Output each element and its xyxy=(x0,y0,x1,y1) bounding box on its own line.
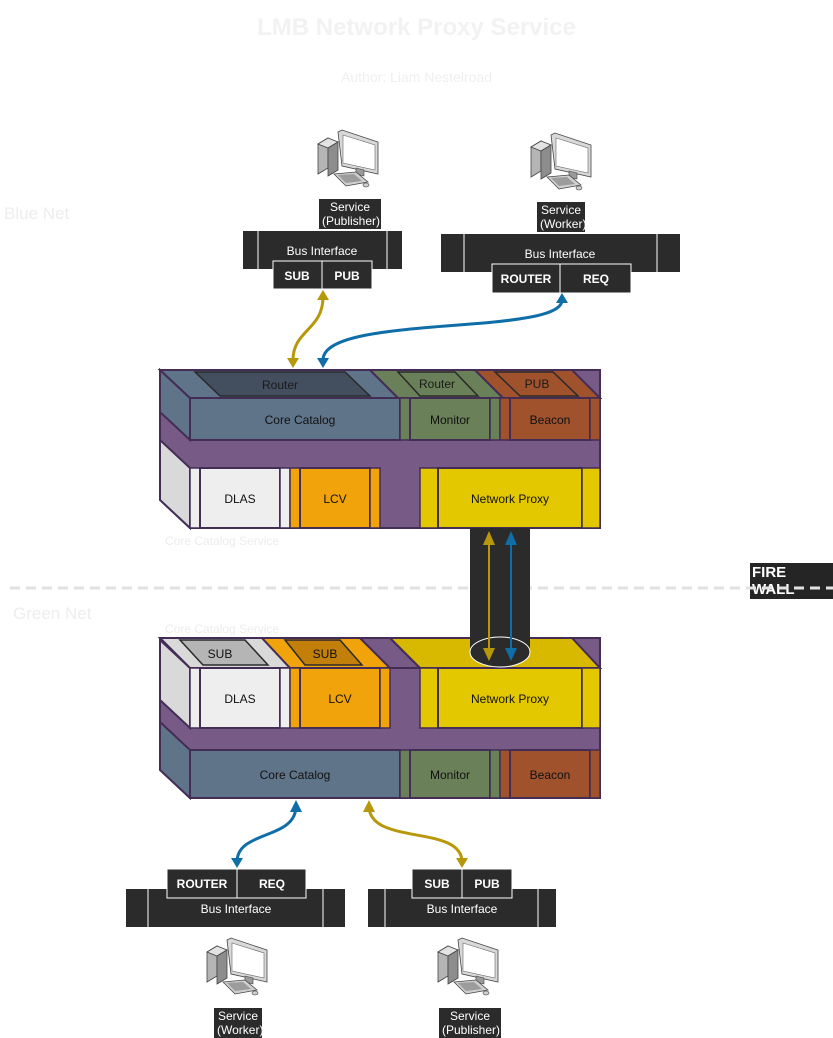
bottom-router-socket: ROUTER xyxy=(177,877,228,891)
top-publisher-computer-icon xyxy=(317,129,379,188)
top-worker-bus-label: Bus Interface xyxy=(525,247,596,261)
bottom-pubsub-arrow xyxy=(367,805,464,863)
top-sub-socket: SUB xyxy=(284,269,310,283)
top-pubsub-arrow xyxy=(291,296,325,361)
top-beacon: Beacon xyxy=(530,413,571,427)
green-net-label: Green Net xyxy=(13,604,92,623)
diagram-title: LMB Network Proxy Service xyxy=(257,14,576,41)
top-router-a: Router xyxy=(262,378,298,392)
bottom-dlas: DLAS xyxy=(224,692,255,706)
bottom-sub-a: SUB xyxy=(208,647,233,661)
author-label: Author: Liam Nestelroad xyxy=(341,69,492,85)
firewall-label: FIRE WALL xyxy=(750,563,833,599)
proxy-tunnel xyxy=(469,528,531,668)
bottom-worker-service-name: Service xyxy=(217,1009,258,1023)
bottom-worker-bus-label: Bus Interface xyxy=(201,902,272,916)
bottom-lcv: LCV xyxy=(328,692,351,706)
top-monitor: Monitor xyxy=(430,413,470,427)
top-lcv: LCV xyxy=(323,492,346,506)
top-dlas: DLAS xyxy=(224,492,255,506)
bottom-publisher-bus-interface: Bus Interface SUB PUB xyxy=(368,868,556,927)
bottom-network-proxy: Network Proxy xyxy=(471,692,549,706)
top-publisher-service-label: Service (Publisher) xyxy=(319,199,381,229)
top-publisher-service-name: Service xyxy=(329,200,370,214)
top-router-socket: ROUTER xyxy=(501,272,552,286)
bottom-publisher-service-label: Service (Publisher) xyxy=(439,1008,501,1038)
top-publisher-bus-interface: Bus Interface SUB PUB xyxy=(243,231,402,290)
bottom-worker-service-label: Service (Worker) xyxy=(214,1008,264,1038)
top-core-catalog: Core Catalog xyxy=(265,413,336,427)
bottom-core-catalog: Core Catalog xyxy=(260,768,331,782)
bottom-cluster-caption: Core Catalog Service xyxy=(165,622,280,636)
bottom-beacon: Beacon xyxy=(530,768,571,782)
bottom-worker-bus-interface: Bus Interface ROUTER REQ xyxy=(126,868,345,927)
top-worker-computer-icon xyxy=(530,132,592,191)
top-router-b: Router xyxy=(419,377,455,391)
bottom-worker-computer-icon xyxy=(206,937,268,996)
top-publisher-service-role: (Publisher) xyxy=(322,214,381,228)
bottom-pub-bus-label: Bus Interface xyxy=(427,902,498,916)
bottom-publisher-computer-icon xyxy=(437,937,499,996)
bottom-sub-socket: SUB xyxy=(424,877,450,891)
top-worker-service-role: (Worker) xyxy=(540,217,587,231)
bottom-req-socket: REQ xyxy=(259,877,285,891)
bottom-publisher-service-name: Service xyxy=(449,1009,490,1023)
top-worker-service-label: Service (Worker) xyxy=(537,202,587,232)
top-pub-bus-label: Bus Interface xyxy=(287,244,358,258)
bottom-pub-socket: PUB xyxy=(474,877,500,891)
bottom-core-catalog-cluster: SUB SUB DLAS LCV Network Proxy Core Cata… xyxy=(157,637,603,801)
top-network-proxy: Network Proxy xyxy=(471,492,549,506)
bottom-router-req-arrow xyxy=(235,805,298,863)
bottom-worker-service-role: (Worker) xyxy=(217,1023,264,1037)
top-worker-service-name: Service xyxy=(540,203,581,217)
top-pub-socket: PUB xyxy=(334,269,360,283)
top-pub-block: PUB xyxy=(525,377,550,391)
top-cluster-caption: Core Catalog Service xyxy=(165,534,280,548)
bottom-publisher-service-role: (Publisher) xyxy=(442,1023,501,1037)
bottom-sub-b: SUB xyxy=(313,647,338,661)
top-worker-bus-interface: Bus Interface ROUTER REQ xyxy=(441,234,680,294)
blue-net-label: Blue Net xyxy=(4,204,70,223)
bottom-monitor: Monitor xyxy=(430,768,470,782)
top-router-req-arrow xyxy=(321,299,564,361)
top-core-catalog-cluster: Router Router PUB Core Catalog Monitor B… xyxy=(157,367,603,531)
top-req-socket: REQ xyxy=(583,272,609,286)
